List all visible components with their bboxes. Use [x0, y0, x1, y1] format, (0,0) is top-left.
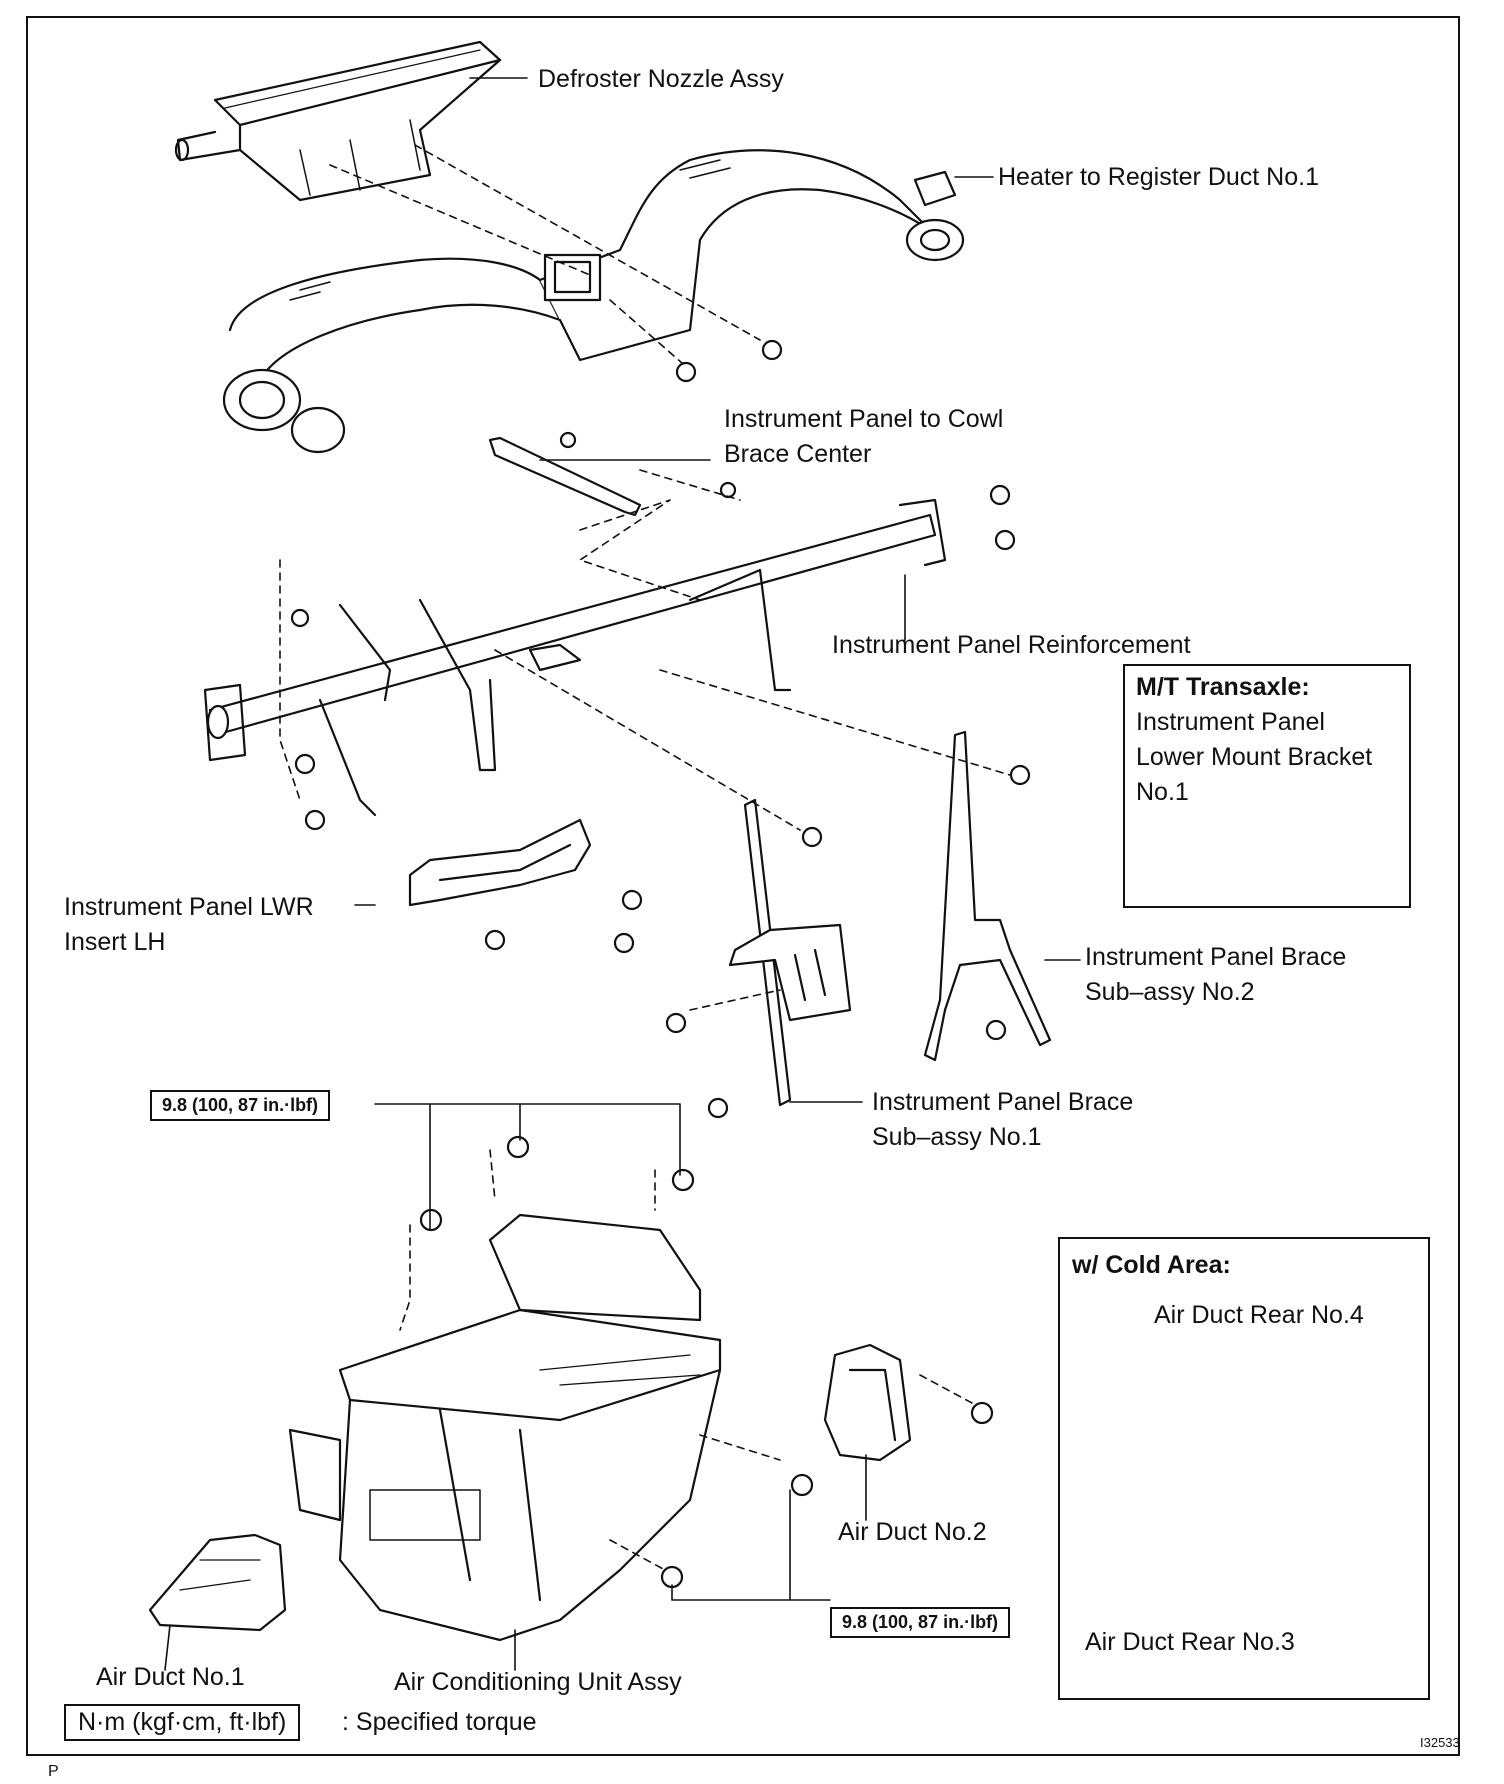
label-reinforcement: Instrument Panel Reinforcement [832, 631, 1191, 659]
torque-legend-desc: : Specified torque [342, 1708, 537, 1736]
heater-register-duct-drawing [222, 149, 965, 454]
mt-transaxle-inset [1123, 664, 1411, 908]
cowl-brace-drawing [488, 431, 737, 517]
defroster-nozzle-drawing [174, 40, 502, 202]
label-air-duct-no2: Air Duct No.2 [838, 1518, 987, 1546]
label-heater-register-duct: Heater to Register Duct No.1 [998, 163, 1319, 191]
label-air-duct-no1: Air Duct No.1 [96, 1663, 245, 1691]
lwr-insert-drawing [408, 818, 592, 907]
torque-callout-lower: 9.8 (100, 87 in.·lbf) [830, 1607, 1011, 1638]
cold-inset-title: w/ Cold Area: [1072, 1251, 1231, 1279]
label-ac-unit: Air Conditioning Unit Assy [394, 1668, 682, 1696]
air-duct-no1-drawing [148, 1533, 287, 1632]
corner-mark: P [48, 1763, 59, 1780]
mt-inset-text: M/T Transaxle: Instrument Panel Lower Mo… [1136, 670, 1372, 810]
mt-inset-title: M/T Transaxle: [1136, 673, 1310, 701]
reinforcement-drawing [203, 498, 947, 817]
brace-no2-drawing [923, 730, 1052, 1062]
torque-callout-upper: 9.8 (100, 87 in.·lbf) [150, 1090, 331, 1121]
dashed-leaders [279, 144, 1011, 1571]
label-air-duct-rear-no4: Air Duct Rear No.4 [1154, 1301, 1364, 1329]
label-defroster-nozzle: Defroster Nozzle Assy [538, 65, 784, 93]
figure-id: I32533 [1420, 1735, 1460, 1750]
torque-legend-unit: N·m (kgf·cm, ft·lbf) [64, 1704, 301, 1741]
fasteners [290, 339, 1031, 1589]
diagram-frame [26, 16, 1460, 1756]
brace-no1-drawing [728, 798, 852, 1107]
ac-unit-drawing [288, 1213, 722, 1642]
label-air-duct-rear-no3: Air Duct Rear No.3 [1085, 1628, 1295, 1656]
cold-area-inset [1058, 1237, 1430, 1700]
air-duct-no2-drawing [823, 1343, 912, 1462]
